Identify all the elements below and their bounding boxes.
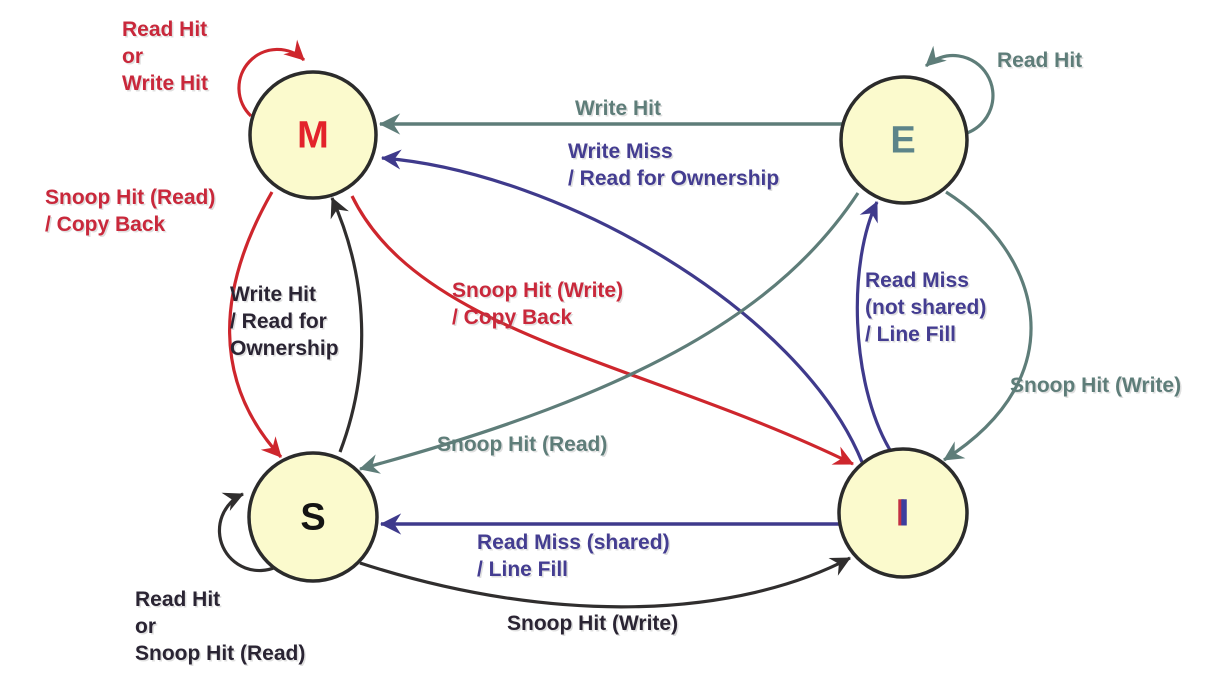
label-m-to-i: Snoop Hit (Write) / Copy Back [452,277,623,331]
label-line: Snoop Hit (Write) [507,612,679,635]
label-e-to-m: Write Hit [575,95,661,122]
label-i-to-s: Read Miss (shared) / Line Fill [477,529,670,583]
edge-s-self-loop [217,492,277,573]
edge-s-to-m [330,197,364,453]
label-line: Write Hit [230,283,316,306]
label-e-self-loop: Read Hit [997,47,1082,74]
label-s-self-loop: Read Hit or Snoop Hit (Read) [135,586,305,667]
state-m-label: M [297,114,329,157]
label-line: / Line Fill [477,558,569,581]
label-line: Read Hit [135,588,221,611]
label-line: / Copy Back [452,306,573,329]
label-line: Snoop Hit (Read) [45,186,216,209]
label-line: or [122,45,143,68]
label-line: (not shared) [865,296,987,319]
edge-e-to-s [359,192,860,474]
label-m-to-s: Snoop Hit (Read) / Copy Back [45,184,215,238]
label-i-to-e: Read Miss (not shared) / Line Fill [865,267,986,348]
label-line: / Line Fill [865,323,957,346]
label-line: Read Hit [997,49,1083,72]
state-s-circle [247,451,379,583]
label-i-to-m: Write Miss / Read for Ownership [568,138,779,192]
state-e-circle [839,75,969,205]
edge-s-to-i [359,556,851,609]
label-s-to-i: Snoop Hit (Write) [507,610,678,637]
label-line: Read Hit [122,18,208,41]
label-line: Snoop Hit (Read) [135,642,306,665]
label-line: Write Hit [575,97,661,120]
edge-m-to-s [228,191,283,459]
label-line: Snoop Hit (Write) [1010,374,1182,397]
label-line: Read Miss [865,269,969,292]
label-line: Ownership [230,337,339,360]
edge-i-to-e [855,201,892,451]
label-line: or [135,615,156,638]
label-line: / Read for Ownership [568,167,780,190]
edge-e-to-i [943,190,1033,462]
state-m-circle [248,70,378,200]
state-i-label: I [898,492,910,535]
label-line: Write Hit [122,72,208,95]
label-m-self-loop: Read Hit or Write Hit [122,16,208,97]
edge-m-self-loop [237,39,306,118]
label-line: Snoop Hit (Write) [452,279,624,302]
label-e-to-s: Snoop Hit (Read) [437,431,607,458]
edge-i-to-m [381,149,864,463]
label-line: Write Miss [568,140,673,163]
state-s-label: S [300,496,326,539]
edge-e-self-loop [924,45,995,135]
label-line: Read Miss (shared) [477,531,670,554]
label-line: / Copy Back [45,213,166,236]
label-e-to-i: Snoop Hit (Write) [1010,372,1181,399]
label-line: / Read for [230,310,327,333]
label-line: Snoop Hit (Read) [437,433,608,456]
state-e-label: E [890,119,916,162]
label-s-to-m: Write Hit / Read for Ownership [230,281,339,362]
state-i-circle [837,447,969,579]
edge-m-to-i [350,195,854,466]
